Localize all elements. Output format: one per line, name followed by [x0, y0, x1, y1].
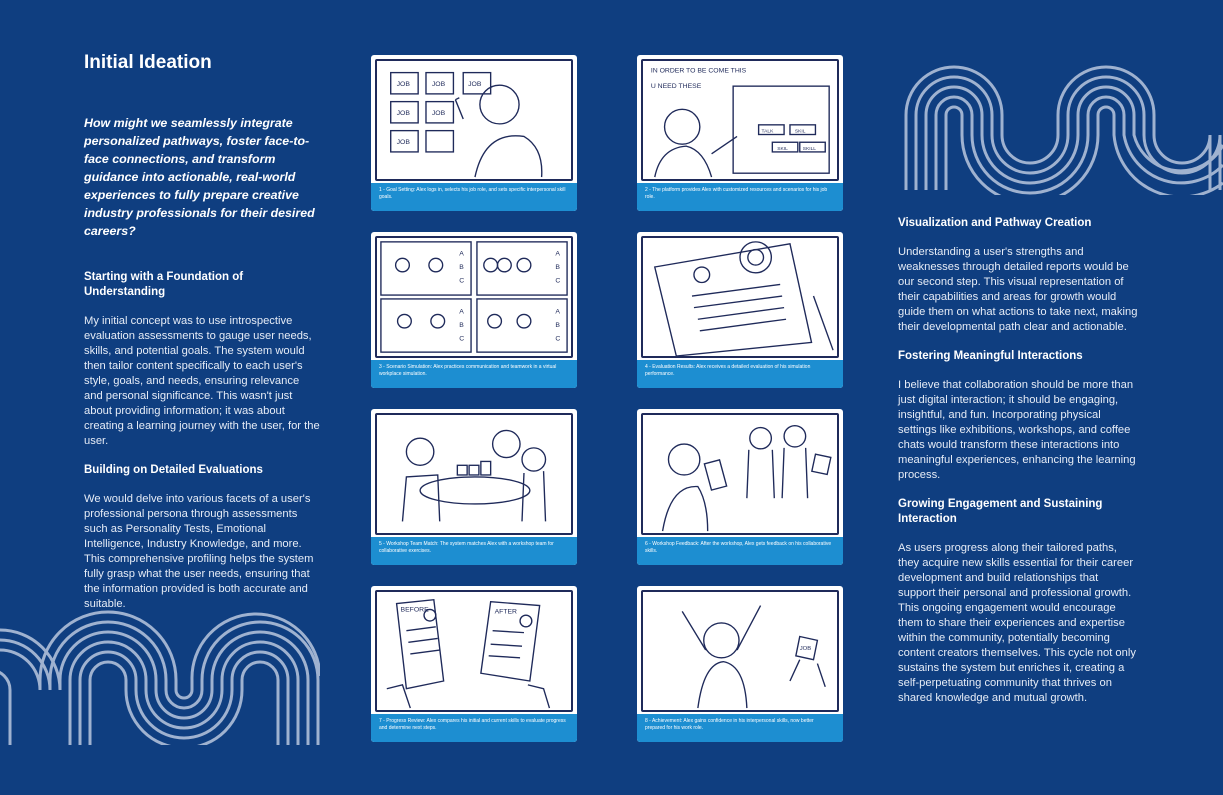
sketch-label: C [459, 336, 464, 343]
storyboard-caption-2: 2 - The platform provides Alex with cust… [637, 183, 843, 211]
section-body-visualization: Understanding a user's strengths and wea… [898, 246, 1138, 333]
sketch-label: C [459, 278, 464, 285]
storyboard-card-7: BEFORE AFTER 7 - Progress Review: Alex c… [371, 586, 577, 742]
sketch-label: TALK [762, 129, 775, 135]
wave-decoration-top-right [904, 65, 1223, 195]
sketch-label: A [555, 250, 560, 257]
sketch-label: B [459, 322, 464, 329]
storyboard-card-4: 4 - Evaluation Results: Alex receives a … [637, 232, 843, 388]
storyboard-card-3: A B C A B C A B C A B C 3 - Scenario Sim… [371, 232, 577, 388]
sketch-label: IN ORDER TO BE COME THIS [651, 68, 747, 75]
section-heading-visualization: Visualization and Pathway Creation [898, 217, 1092, 229]
storyboard-caption-8: 8 - Achievement: Alex gains confidence i… [637, 714, 843, 742]
sketch-label: JOB [800, 646, 812, 652]
section-heading-interactions: Fostering Meaningful Interactions [898, 350, 1083, 362]
sketch-label: A [555, 308, 560, 315]
storyboard-caption-7: 7 - Progress Review: Alex compares his i… [371, 714, 577, 742]
storyboard-card-1: JOB JOB JOB JOB JOB JOB 1 - Goal Setting… [371, 55, 577, 211]
storyboard-sketch-6 [641, 413, 839, 535]
sketch-label: U NEED THESE [651, 83, 702, 90]
sketch-label: B [459, 264, 464, 271]
storyboard-caption-1: 1 - Goal Setting: Alex logs in, selects … [371, 183, 577, 211]
sketch-label: B [555, 322, 560, 329]
section-body-foundation: My initial concept was to use introspect… [84, 315, 320, 447]
storyboard-sketch-8: JOB [641, 590, 839, 712]
how-might-we-question: How might we seamlessly integrate person… [84, 116, 315, 238]
sketch-label: JOB [432, 110, 446, 117]
storyboard-sketch-7: BEFORE AFTER [375, 590, 573, 712]
sketch-label: JOB [397, 81, 411, 88]
sketch-label: C [555, 278, 560, 285]
storyboard-card-2: IN ORDER TO BE COME THIS U NEED THESE TA… [637, 55, 843, 211]
sketch-label: JOB [468, 81, 482, 88]
sketch-label: JOB [397, 110, 411, 117]
storyboard-card-5: 5 - Workshop Team Match: The system matc… [371, 409, 577, 565]
sketch-label: A [459, 308, 464, 315]
storyboard-sketch-5 [375, 413, 573, 535]
sketch-label: AFTER [495, 608, 518, 615]
section-heading-engagement: Growing Engagement and Sustaining Intera… [898, 498, 1103, 525]
storyboard-sketch-1: JOB JOB JOB JOB JOB JOB [375, 59, 573, 181]
sketch-label: JOB [432, 81, 446, 88]
sketch-label: B [555, 264, 560, 271]
section-heading-evaluations: Building on Detailed Evaluations [84, 464, 263, 476]
sketch-label: A [459, 250, 464, 257]
section-body-interactions: I believe that collaboration should be m… [898, 379, 1136, 481]
storyboard-sketch-4 [641, 236, 839, 358]
storyboard-caption-5: 5 - Workshop Team Match: The system matc… [371, 537, 577, 565]
wave-decoration-bottom-left [0, 610, 320, 745]
sketch-label: BEFORE [401, 606, 430, 613]
storyboard-card-6: 6 - Workshop Feedback: After the worksho… [637, 409, 843, 565]
storyboard-caption-4: 4 - Evaluation Results: Alex receives a … [637, 360, 843, 388]
page-title: Initial Ideation [84, 52, 212, 73]
sketch-label: SKIL [795, 129, 806, 135]
sketch-label: SKILL [803, 146, 817, 152]
section-body-engagement: As users progress along their tailored p… [898, 542, 1136, 704]
sketch-label: JOB [397, 139, 411, 146]
storyboard-sketch-3: A B C A B C A B C A B C [375, 236, 573, 358]
storyboard-card-8: JOB 8 - Achievement: Alex gains confiden… [637, 586, 843, 742]
left-text-column: Initial Ideation How might we seamlessly… [84, 52, 320, 626]
sketch-label: SKIL [777, 146, 788, 152]
section-body-evaluations: We would delve into various facets of a … [84, 493, 314, 610]
right-text-column: Visualization and Pathway Creation Under… [898, 216, 1138, 720]
storyboard-sketch-2: IN ORDER TO BE COME THIS U NEED THESE TA… [641, 59, 839, 181]
storyboard-caption-6: 6 - Workshop Feedback: After the worksho… [637, 537, 843, 565]
section-heading-foundation: Starting with a Foundation of Understand… [84, 271, 244, 298]
storyboard-caption-3: 3 - Scenario Simulation: Alex practices … [371, 360, 577, 388]
sketch-label: C [555, 336, 560, 343]
